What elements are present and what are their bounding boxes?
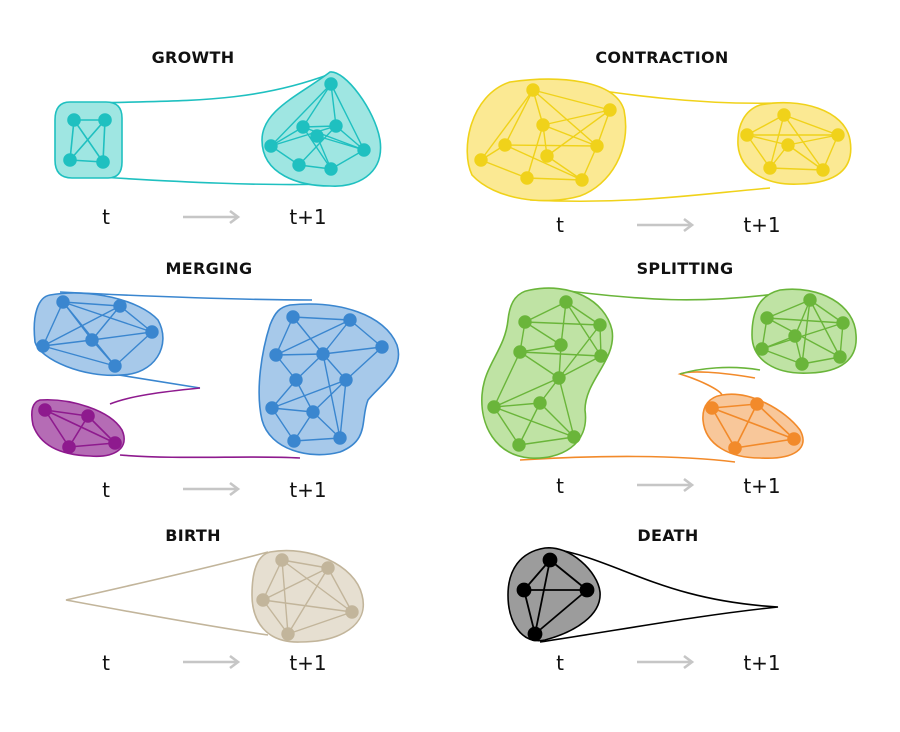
panel-merging: MERGING t t+1 bbox=[31, 259, 400, 502]
time-label-t1: t+1 bbox=[289, 651, 326, 675]
arrow-icon bbox=[183, 209, 241, 225]
arrow-icon bbox=[183, 654, 241, 670]
community-graph-t bbox=[63, 113, 112, 169]
panel-title: BIRTH bbox=[165, 526, 221, 545]
transition-band bbox=[559, 289, 791, 301]
community-hull-t bbox=[481, 287, 614, 459]
panel-title: DEATH bbox=[637, 526, 698, 545]
community-graph-t1 bbox=[265, 310, 389, 448]
community-graph-t bbox=[36, 295, 159, 373]
time-label-t: t bbox=[556, 651, 564, 675]
community-graph-t1-2 bbox=[705, 397, 801, 455]
time-label-t: t bbox=[102, 651, 110, 675]
community-hull-t bbox=[466, 78, 627, 202]
community-graph-t-2 bbox=[38, 403, 122, 454]
transition-band bbox=[65, 551, 269, 636]
transition-band-2 bbox=[109, 387, 301, 459]
time-label-t1: t+1 bbox=[743, 651, 780, 675]
arrow-icon bbox=[637, 217, 695, 233]
community-hull-t1 bbox=[251, 549, 365, 643]
time-label-t: t bbox=[102, 478, 110, 502]
time-label-t: t bbox=[102, 205, 110, 229]
transition-band-3 bbox=[679, 366, 761, 375]
community-graph-t bbox=[474, 83, 617, 187]
time-label-t: t bbox=[556, 474, 564, 498]
panel-title: MERGING bbox=[166, 259, 253, 278]
community-graph-t bbox=[516, 552, 595, 642]
panel-growth: GROWTH t t+1 bbox=[54, 48, 382, 229]
community-graph-t1 bbox=[264, 77, 371, 176]
community-graph-t bbox=[487, 295, 608, 452]
time-label-t1: t+1 bbox=[743, 213, 780, 237]
community-graph-t1 bbox=[256, 553, 359, 641]
community-graph-t1 bbox=[740, 108, 845, 177]
arrow-icon bbox=[183, 481, 241, 497]
time-label-t1: t+1 bbox=[289, 205, 326, 229]
panel-contraction: CONTRACTION t t+1 bbox=[466, 48, 852, 237]
community-hull-t bbox=[33, 292, 164, 377]
panel-title: CONTRACTION bbox=[595, 48, 728, 67]
time-label-t: t bbox=[556, 213, 564, 237]
transition-band bbox=[539, 547, 779, 643]
time-label-t1: t+1 bbox=[289, 478, 326, 502]
panel-birth: BIRTH t t+1 bbox=[65, 526, 365, 675]
panel-death: DEATH t t+1 bbox=[507, 526, 781, 675]
panel-title: SPLITTING bbox=[637, 259, 734, 278]
transition-band bbox=[99, 73, 331, 186]
panel-splitting: SPLITTING t t+1 bbox=[481, 259, 857, 498]
community-graph-t1 bbox=[755, 293, 850, 371]
arrow-icon bbox=[637, 654, 695, 670]
arrow-icon bbox=[637, 477, 695, 493]
time-label-t1: t+1 bbox=[743, 474, 780, 498]
panel-title: GROWTH bbox=[152, 48, 235, 67]
